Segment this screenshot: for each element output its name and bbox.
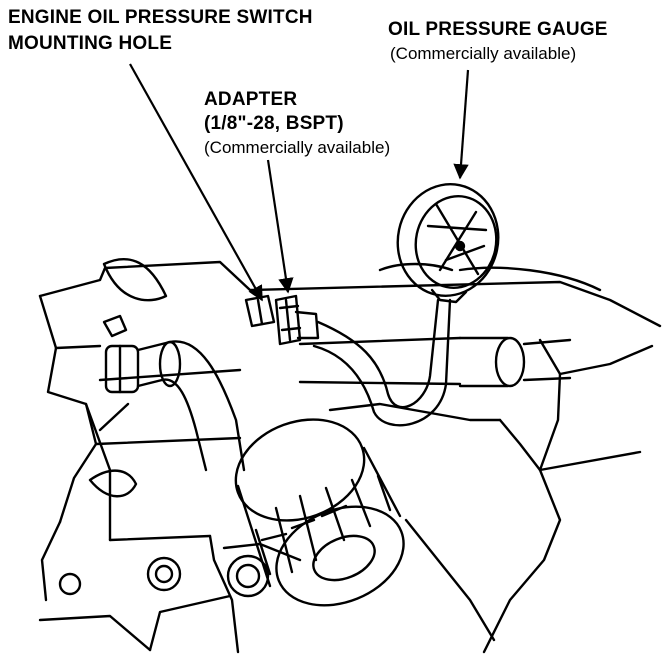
- adapter-leader-left: [266, 159, 294, 294]
- oil-filter: [234, 418, 405, 607]
- engine-block: [38, 257, 662, 654]
- adapter-note: (Commercially available): [204, 138, 391, 157]
- adapter-fitting: [244, 294, 320, 346]
- gauge-title: OIL PRESSURE GAUGE: [388, 19, 608, 40]
- switch-hole-label-line1: ENGINE OIL PRESSURE SWITCH: [8, 7, 313, 28]
- adapter-title: ADAPTER: [204, 89, 298, 110]
- gauge-note: (Commercially available): [390, 44, 577, 63]
- gauge-leader: [453, 69, 470, 180]
- switch-hole-label-line2: MOUNTING HOLE: [8, 33, 173, 54]
- side-hose: [98, 314, 246, 472]
- adapter-spec: (1/8"-28, BSPT): [204, 113, 344, 134]
- switch-hole-leader: [129, 63, 263, 302]
- pressure-gauge: [396, 183, 500, 304]
- rear-pipe: [298, 336, 572, 388]
- gauge-hose: [312, 298, 452, 427]
